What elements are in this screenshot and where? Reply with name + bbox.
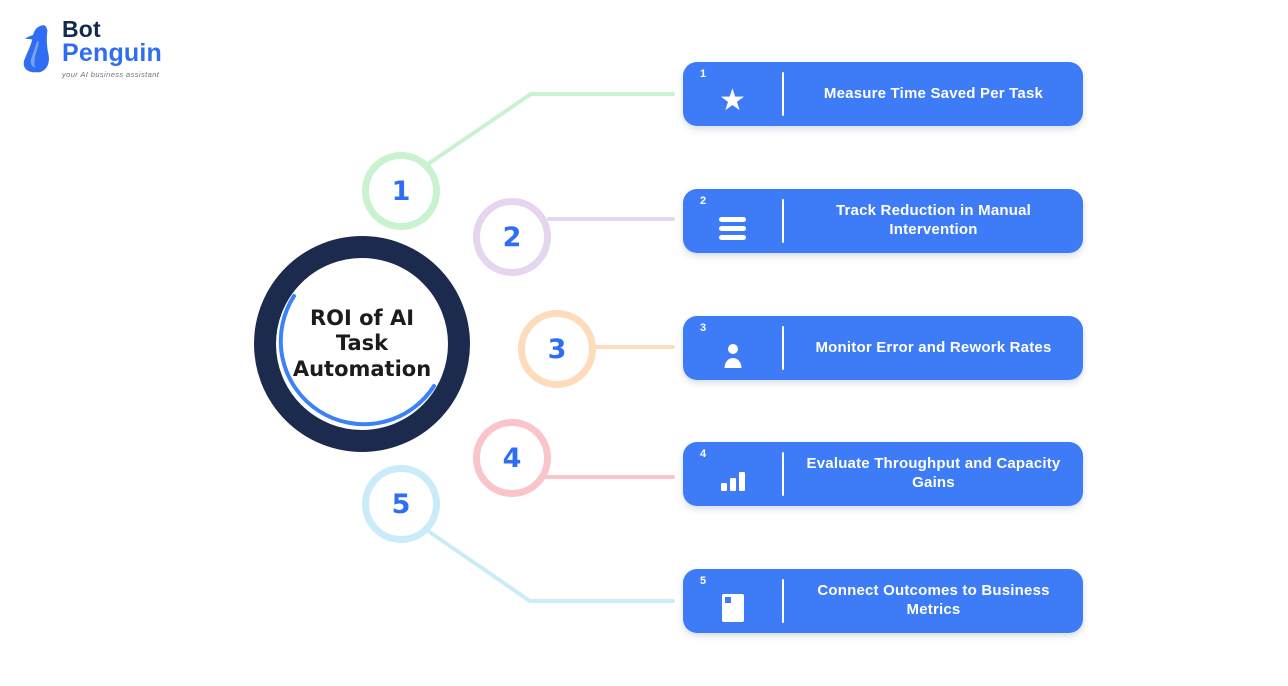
step-card-3: 3 Monitor Error and Rework Rates: [683, 316, 1083, 380]
card-title-1: Measure Time Saved Per Task: [823, 84, 1044, 102]
botpenguin-logo: Bot Penguin your AI business assistant: [18, 16, 198, 88]
step-circle-5: 5: [362, 465, 440, 543]
penguin-icon: [23, 25, 49, 73]
card-title-4: Evaluate Throughput and Capacity Gains: [806, 455, 1061, 491]
connector-5: [426, 529, 675, 603]
card-number-5: 5: [700, 575, 707, 587]
step-card-1: 1 ★ Measure Time Saved Per Task: [683, 62, 1083, 126]
step-number-1: 1: [391, 175, 411, 207]
card-divider: [782, 579, 784, 623]
card-number-1: 1: [700, 68, 707, 80]
step-number-2: 2: [502, 221, 522, 253]
central-topic-title: ROI of AI Task Automation: [292, 306, 432, 381]
step-number-5: 5: [391, 488, 411, 520]
card-number-3: 3: [700, 322, 707, 334]
card-title-3: Monitor Error and Rework Rates: [815, 338, 1052, 356]
card-title-5: Connect Outcomes to Business Metrics: [817, 582, 1050, 618]
card-divider: [782, 72, 784, 116]
step-card-5: 5 Connect Outcomes to Business Metrics: [683, 569, 1083, 633]
step-number-3: 3: [547, 333, 567, 365]
step-number-4: 4: [502, 442, 522, 474]
star-icon: ★: [719, 84, 746, 117]
bar-chart-icon: [720, 471, 745, 491]
step-card-4: 4 Evaluate Throughput and Capacity Gains: [683, 442, 1083, 506]
logo-text-bot: Bot: [62, 16, 101, 42]
document-icon: [721, 594, 744, 622]
card-number-2: 2: [700, 195, 707, 207]
card-number-4: 4: [700, 448, 707, 460]
step-circle-3: 3: [518, 310, 596, 388]
logo-tagline: your AI business assistant: [62, 69, 160, 79]
step-circle-4: 4: [473, 419, 551, 497]
central-topic-circle: ROI of AI Task Automation: [254, 236, 470, 452]
card-title-2: Track Reduction in Manual Intervention: [835, 202, 1032, 238]
list-icon: [719, 216, 746, 240]
card-divider: [782, 199, 784, 243]
step-card-2: 2 Track Reduction in Manual Intervention: [683, 189, 1083, 253]
card-divider: [782, 326, 784, 370]
card-divider: [782, 452, 784, 496]
step-circle-1: 1: [362, 152, 440, 230]
connector-1: [426, 92, 675, 166]
step-circle-2: 2: [473, 198, 551, 276]
logo-text-penguin: Penguin: [62, 39, 163, 68]
person-icon: [724, 343, 741, 368]
